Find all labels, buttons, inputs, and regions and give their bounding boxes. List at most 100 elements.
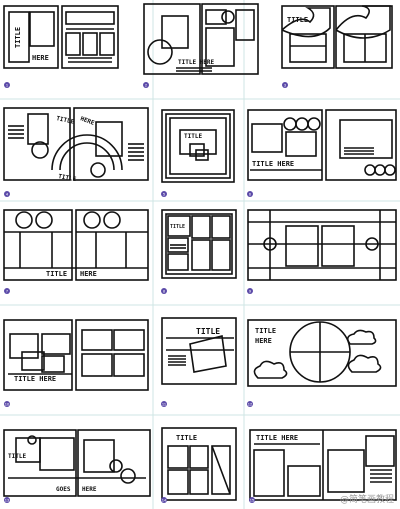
cloud-shape bbox=[346, 329, 377, 345]
layout-number-badge bbox=[143, 82, 149, 88]
photo bbox=[82, 32, 98, 56]
photo bbox=[251, 123, 283, 153]
arc-banner bbox=[59, 142, 115, 171]
photo bbox=[99, 32, 115, 56]
frame bbox=[247, 209, 397, 281]
photo bbox=[205, 9, 227, 25]
photo bbox=[167, 237, 189, 253]
title-text: TITLE bbox=[184, 133, 202, 140]
speech-bubble bbox=[83, 211, 101, 229]
title-text: TITLE bbox=[56, 115, 76, 126]
frame bbox=[169, 117, 227, 175]
title-text: HERE bbox=[32, 54, 49, 62]
photo bbox=[95, 121, 123, 157]
title-text: TITLE bbox=[58, 173, 77, 183]
circle-photo bbox=[90, 162, 106, 178]
photo bbox=[191, 215, 211, 239]
frame bbox=[3, 5, 59, 69]
photo bbox=[167, 469, 189, 495]
photo bbox=[21, 351, 45, 371]
photo bbox=[27, 113, 49, 145]
circle-photo bbox=[147, 39, 173, 65]
title-text: TITLE bbox=[14, 27, 22, 48]
layout-1: TITLE HERE 1 bbox=[3, 5, 119, 88]
layout-3: TITLE 3 bbox=[281, 5, 393, 88]
layout-number-badge bbox=[247, 191, 253, 197]
photo bbox=[167, 253, 189, 271]
photo bbox=[285, 131, 317, 157]
frame bbox=[3, 429, 77, 497]
title-text: HERE bbox=[255, 337, 272, 345]
layout-number: 3 bbox=[284, 83, 287, 88]
photo bbox=[179, 129, 217, 155]
circle-photo bbox=[307, 117, 321, 131]
layout-number: 7 bbox=[6, 289, 9, 294]
photo bbox=[65, 11, 115, 25]
layout-number: 10 bbox=[5, 402, 10, 407]
photo bbox=[81, 353, 113, 377]
layout-number: 13 bbox=[5, 498, 10, 503]
photo bbox=[205, 27, 235, 67]
layout-number-badge bbox=[4, 288, 10, 294]
frame bbox=[161, 209, 237, 279]
photo bbox=[41, 355, 65, 373]
frame bbox=[201, 3, 259, 75]
speech-bubble bbox=[103, 211, 121, 229]
cloud-shape bbox=[347, 354, 382, 373]
frame bbox=[73, 107, 149, 181]
layout-number-badge bbox=[249, 497, 255, 503]
photo bbox=[191, 239, 211, 271]
title-text: TITLE bbox=[196, 327, 220, 336]
photo bbox=[327, 449, 365, 493]
photo bbox=[253, 449, 285, 497]
title-text: TITLE bbox=[8, 453, 26, 460]
photo bbox=[39, 437, 75, 471]
title-text: TITLE HERE bbox=[178, 59, 215, 66]
layout-number: 5 bbox=[163, 192, 166, 197]
circle-photo bbox=[283, 117, 297, 131]
layout-number-badge bbox=[247, 401, 253, 407]
layout-number-badge bbox=[161, 401, 167, 407]
frame bbox=[325, 109, 397, 181]
frame bbox=[77, 429, 151, 497]
speech-bubble bbox=[35, 211, 53, 229]
frame bbox=[247, 319, 397, 387]
layout-number: 1 bbox=[6, 83, 9, 88]
photo bbox=[189, 445, 209, 469]
frame bbox=[143, 3, 201, 75]
frame bbox=[281, 5, 335, 69]
title-text: HERE bbox=[79, 115, 95, 127]
layout-number-badge bbox=[161, 288, 167, 294]
photo bbox=[211, 239, 231, 271]
photo bbox=[211, 445, 231, 495]
layout-number: 11 bbox=[162, 402, 167, 407]
photo bbox=[195, 149, 209, 161]
frame bbox=[247, 109, 323, 181]
title-text: TITLE bbox=[287, 16, 308, 24]
title-text: TITLE bbox=[46, 270, 67, 278]
layout-number: 14 bbox=[162, 498, 167, 503]
watermark: @简笔画教程 bbox=[339, 495, 394, 505]
layout-number: 2 bbox=[145, 83, 148, 88]
layout-number-badge bbox=[4, 497, 10, 503]
photo bbox=[65, 32, 81, 56]
frame bbox=[161, 109, 235, 183]
circle-photo bbox=[295, 117, 309, 131]
photo bbox=[8, 11, 30, 63]
layout-2: TITLE HERE 2 bbox=[143, 3, 259, 88]
layout-5: TITLE 5 bbox=[161, 109, 235, 197]
speech-bubble bbox=[15, 211, 33, 229]
layout-number: 4 bbox=[6, 192, 9, 197]
photo bbox=[321, 225, 355, 267]
photo bbox=[285, 225, 319, 267]
photo bbox=[83, 439, 115, 473]
photo bbox=[29, 11, 55, 47]
